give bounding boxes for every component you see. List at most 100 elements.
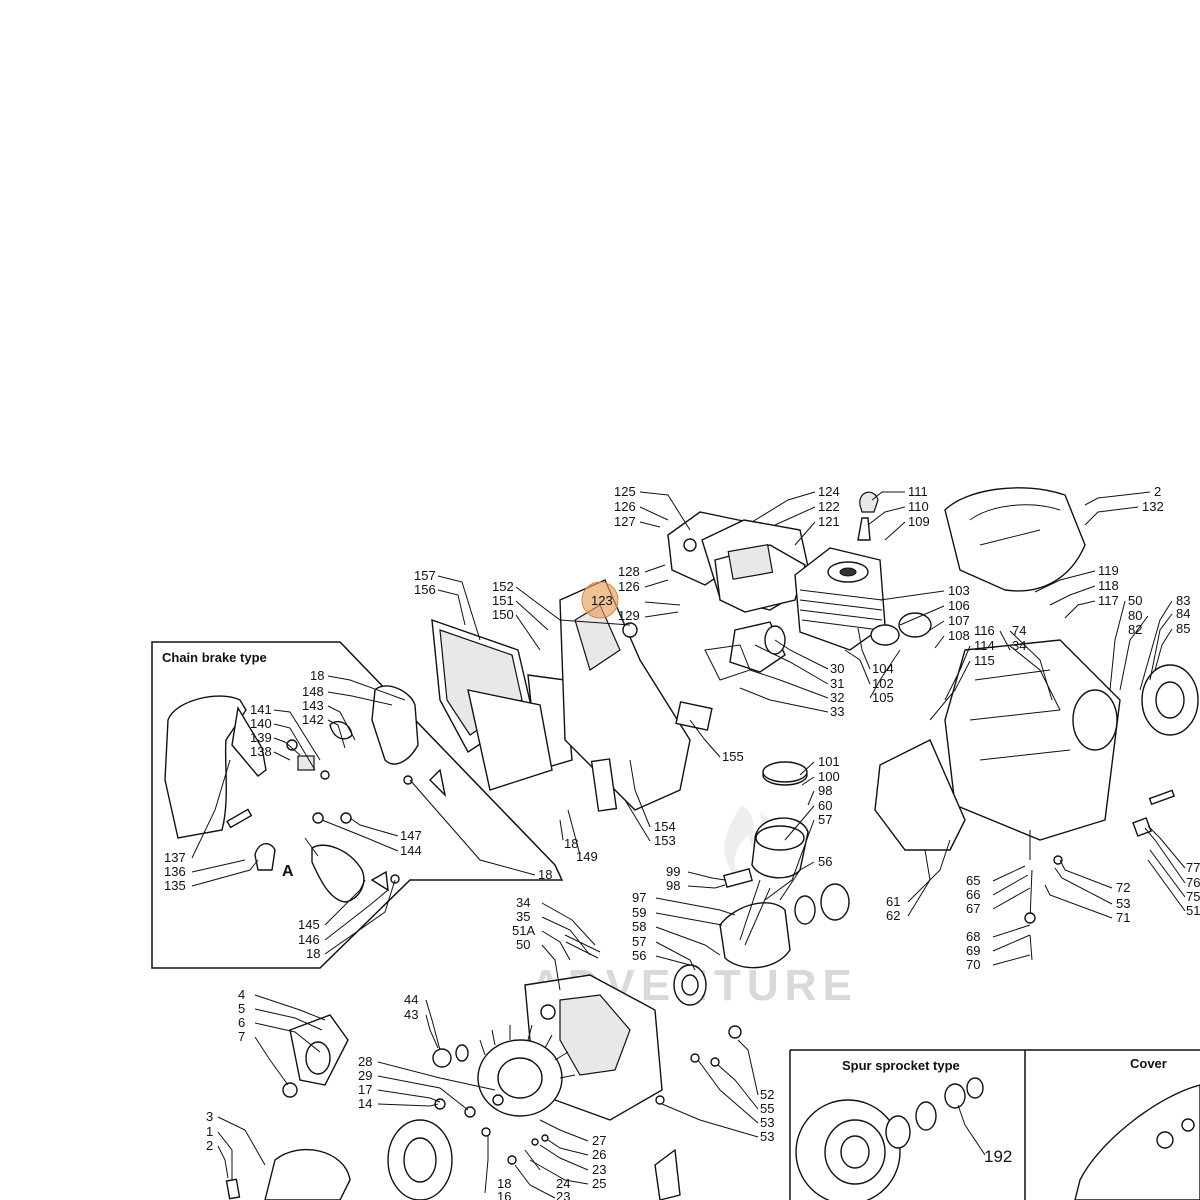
callout-label: 61 [886, 894, 900, 909]
callout-label: 71 [1116, 910, 1130, 925]
callout-label: 121 [818, 514, 840, 529]
callout-label: 122 [818, 499, 840, 514]
callout-label: 50 [1128, 593, 1142, 608]
callout-label: 56 [632, 948, 646, 963]
callout-label: 70 [966, 957, 980, 972]
callout-label: 14 [358, 1096, 372, 1111]
callout-label: 31 [830, 676, 844, 691]
cover-panel: Cover [1074, 1056, 1200, 1200]
callout-label: 116 [974, 623, 995, 638]
callout-label: 140 [250, 716, 272, 731]
callout-label: 152 [492, 579, 514, 594]
callout-label: 23 [556, 1189, 570, 1200]
callout-label-highlighted: 123 [591, 593, 613, 608]
callout-label: 57 [818, 812, 832, 827]
callout-label: 132 [1142, 499, 1164, 514]
callout-label: 83 [1176, 593, 1190, 608]
callout-label: 35 [516, 909, 530, 924]
callout-label: 32 [830, 690, 844, 705]
callout-label: 141 [250, 702, 272, 717]
callout-label: 5 [238, 1001, 245, 1016]
callout-label: 111 [908, 484, 928, 499]
callout-label: 98 [818, 783, 832, 798]
chain-brake-panel: Chain brake type A [151, 641, 564, 969]
callout-label: 98 [666, 878, 680, 893]
callout-label: 80 [1128, 608, 1142, 623]
callout-label: 124 [818, 484, 840, 499]
callout-label: 139 [250, 730, 272, 745]
callout-label: 105 [872, 690, 894, 705]
gasket [874, 739, 966, 851]
callout-label: 106 [948, 598, 970, 613]
callout-label: 26 [592, 1147, 606, 1162]
callout-label: 119 [1098, 563, 1119, 578]
callout-label: 129 [618, 608, 640, 623]
callout-label: 68 [966, 929, 980, 944]
callout-label: 155 [722, 749, 744, 764]
callout-label: 53 [760, 1115, 774, 1130]
callout-label: 117 [1098, 593, 1119, 608]
callout-label: 118 [1098, 578, 1119, 593]
callout-label: 114 [974, 638, 995, 653]
callout-label: 69 [966, 943, 980, 958]
callout-label: 102 [872, 676, 894, 691]
callout-label: 84 [1176, 606, 1190, 621]
callout-label: 27 [592, 1133, 606, 1148]
spark-plug [857, 491, 879, 541]
bar-stud-and-bolts [564, 934, 742, 1200]
callout-label: 56 [818, 854, 832, 869]
spur-sprocket-panel-title: Spur sprocket type [842, 1058, 960, 1073]
callout-label: 143 [302, 698, 324, 713]
callout-label: 109 [908, 514, 930, 529]
callout-labels: 125 126 127 124 122 121 111 110 109 2 13… [164, 484, 1200, 1200]
callout-label: 53 [760, 1129, 774, 1144]
callout-label: 30 [830, 661, 844, 676]
chain-brake-view-marker: A [282, 863, 294, 880]
callout-label: 100 [818, 769, 840, 784]
callout-label: 85 [1176, 621, 1190, 636]
callout-label: 18 [538, 867, 552, 882]
callout-label: 151 [492, 593, 514, 608]
callout-label: 147 [400, 828, 422, 843]
highlight-marker[interactable] [581, 581, 619, 619]
callout-label: 18 [497, 1176, 511, 1191]
callout-label: 148 [302, 684, 324, 699]
callout-label: 34 [1012, 638, 1026, 653]
crankshaft [673, 879, 850, 1006]
callout-label: 62 [886, 908, 900, 923]
callout-label: 108 [948, 628, 970, 643]
callout-label: 6 [238, 1015, 245, 1030]
callout-label: 65 [966, 873, 980, 888]
callout-label: 66 [966, 887, 980, 902]
oil-pump-parts [1024, 789, 1176, 961]
callout-label: 16 [497, 1189, 511, 1200]
callout-label: 53 [1116, 896, 1130, 911]
cylinder [794, 547, 886, 651]
callout-label: 138 [250, 744, 272, 759]
callout-label: 101 [818, 754, 840, 769]
air-filter-housing [667, 511, 813, 613]
callout-label: 33 [830, 704, 844, 719]
callout-label: 58 [632, 919, 646, 934]
ignition-small-parts [434, 1094, 549, 1171]
callout-label: 77 [1186, 860, 1200, 875]
callout-label: 154 [654, 819, 676, 834]
callout-label: 157 [414, 568, 436, 583]
callout-label: 146 [298, 932, 320, 947]
callout-label: 115 [974, 653, 995, 668]
callout-label: 60 [818, 798, 832, 813]
callout-label: 149 [576, 849, 598, 864]
chain-brake-panel-title: Chain brake type [162, 650, 267, 665]
callout-label: 72 [1116, 880, 1130, 895]
callout-label: 99 [666, 864, 680, 879]
callout-label: 156 [414, 582, 436, 597]
callout-label: 67 [966, 901, 980, 916]
callout-label: 136 [164, 864, 186, 879]
callout-label: 110 [908, 499, 929, 514]
crankcase [944, 639, 1199, 841]
guide-plate-and-side-cover [431, 579, 713, 812]
callout-label: 18 [310, 668, 324, 683]
clutch-and-starter [225, 1014, 453, 1200]
callout-label: 137 [164, 850, 186, 865]
